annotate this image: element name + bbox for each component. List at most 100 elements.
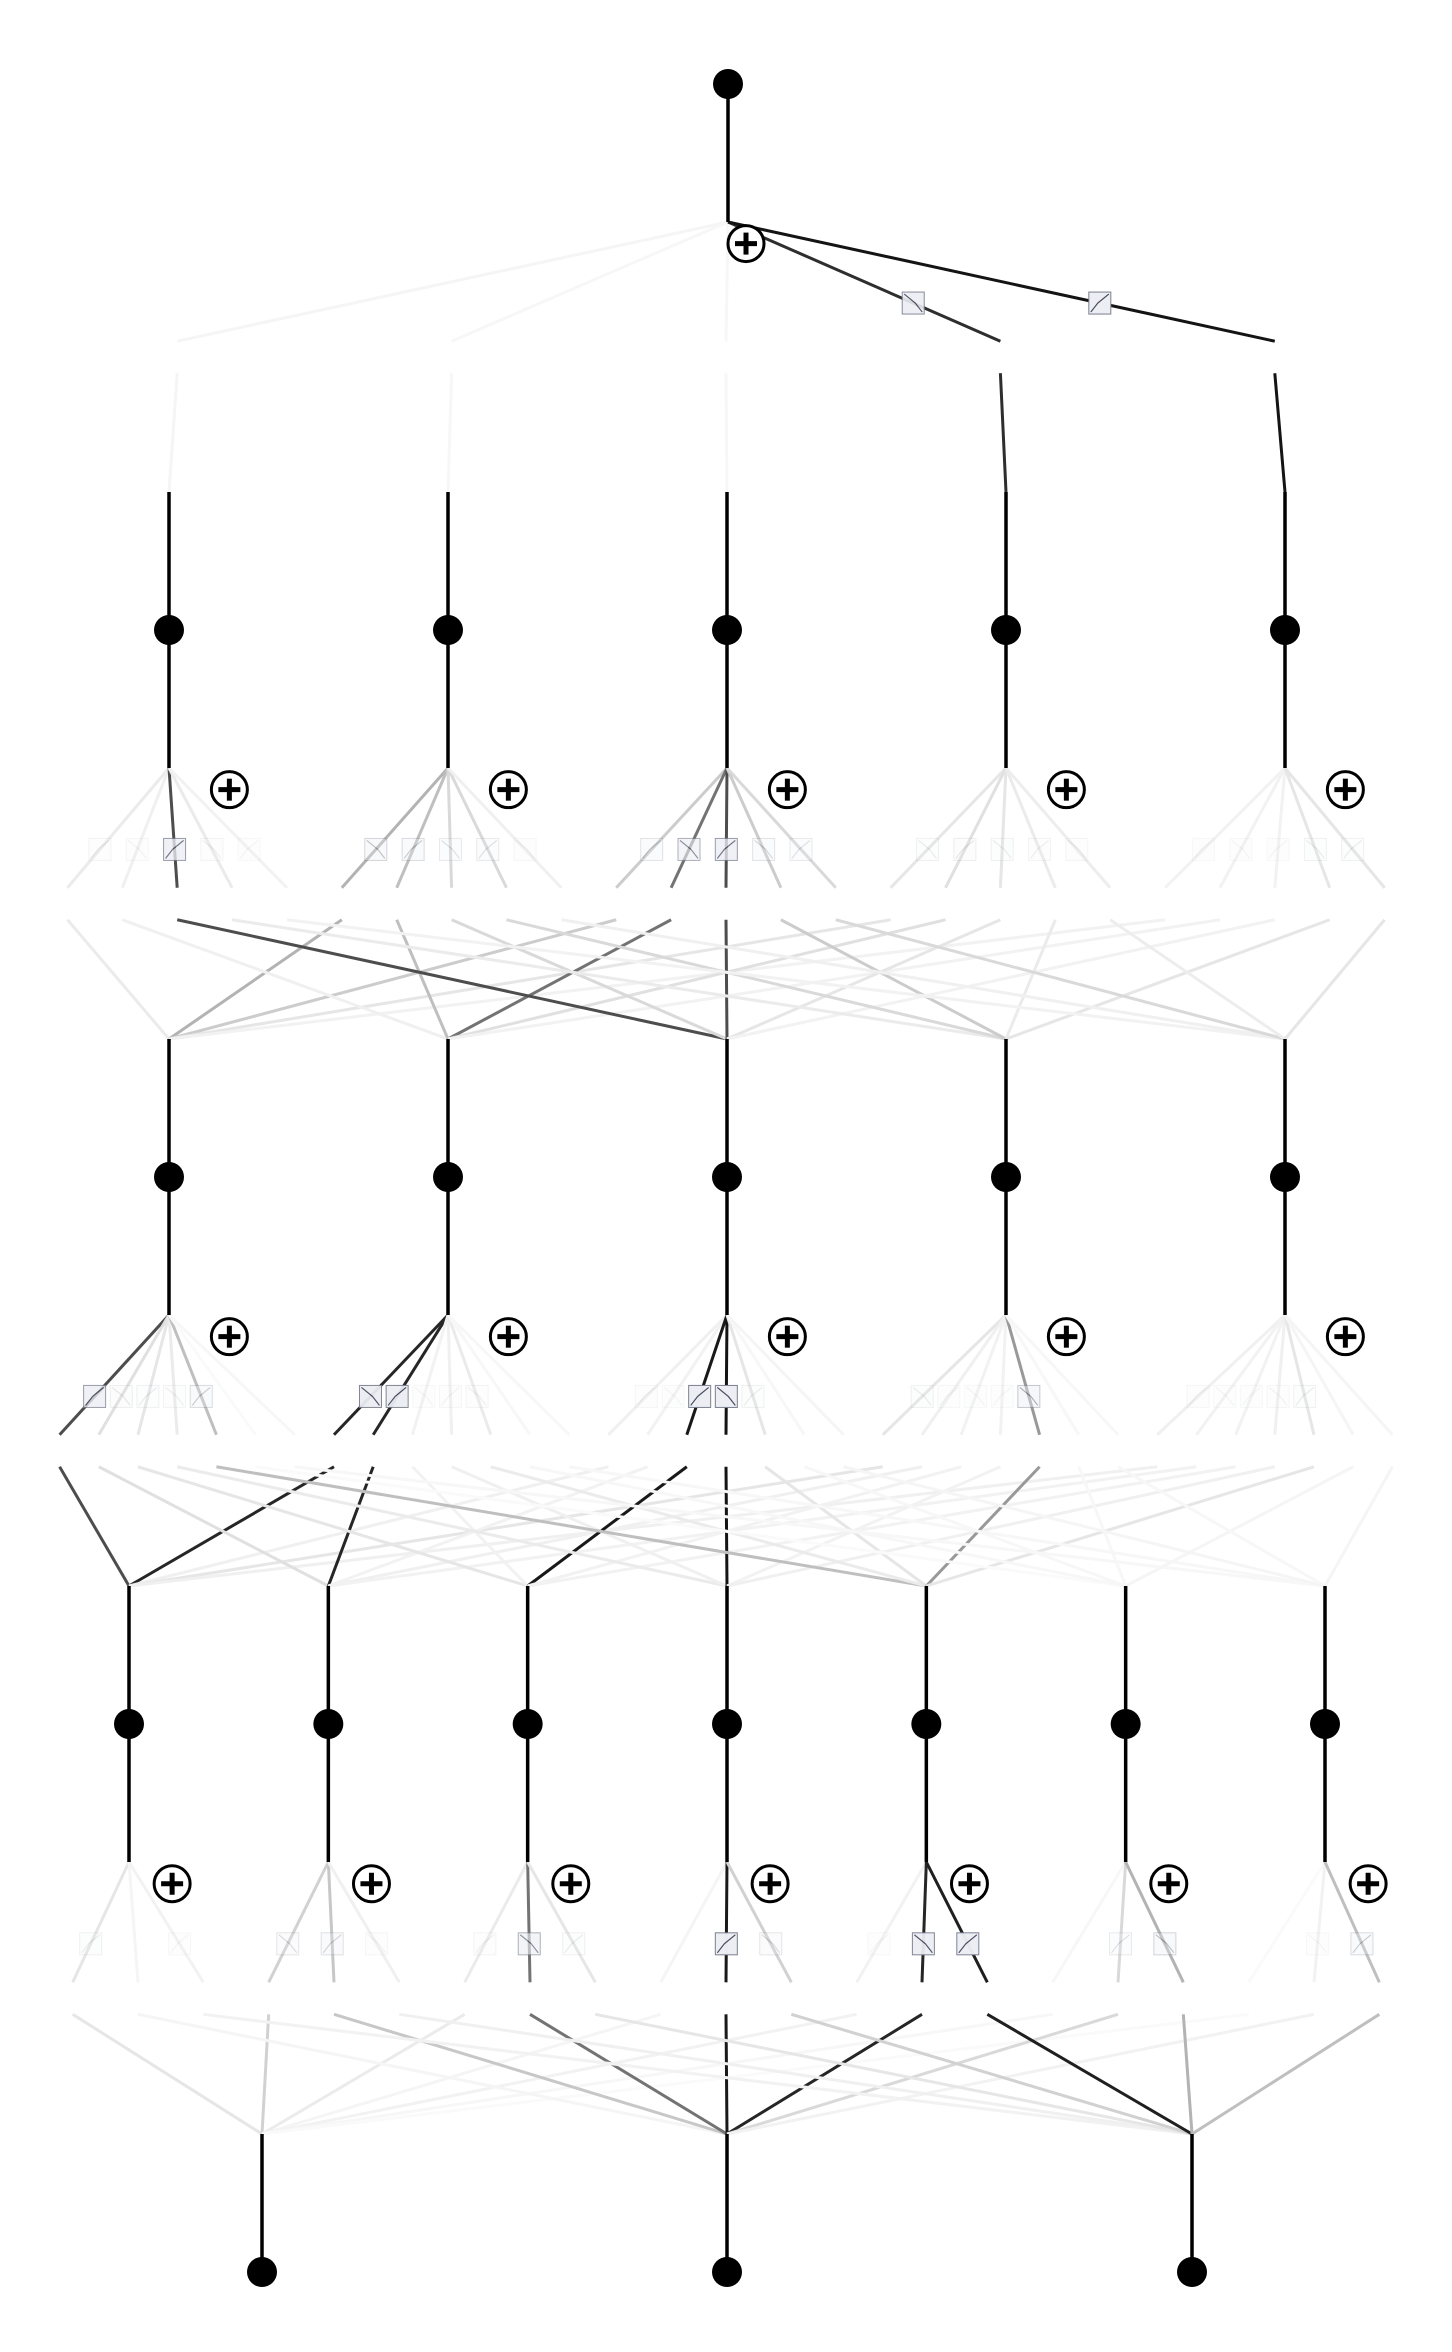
edge-l1-4-to-2-lower [764, 1465, 928, 1588]
edge-l1-0-to-1-upper [332, 1313, 450, 1436]
sum-symbol-l1-1 [351, 1864, 391, 1904]
activation-inset-l2-1-2 [677, 837, 701, 861]
activation-inset-l2-2-0 [163, 837, 187, 861]
edge-l1-0-to-1-lower [128, 1465, 335, 1588]
edge-l2-3-to-2-lower [780, 918, 1007, 1041]
edge-l0-1-to-3-upper [724, 1861, 729, 1983]
edge-l3-1-to-0-lower [446, 373, 454, 493]
activation-inset-l0-0-0 [79, 1932, 103, 1956]
edge-l2-3-to-2-upper [725, 767, 783, 889]
edge-l2-2-to-4-lower [726, 918, 1276, 1041]
edge-l2-3-to-1-upper [446, 767, 508, 889]
activation-inset-l0-1-6 [1306, 1932, 1330, 1956]
activation-inset-l2-4-0 [237, 837, 261, 861]
activation-inset-l1-1-1 [385, 1384, 409, 1408]
activation-inset-l0-2-2 [562, 1932, 586, 1956]
activation-inset-l2-2-3 [990, 837, 1014, 861]
edge-l1-6-to-0-lower [294, 1465, 1326, 1588]
activation-inset-l1-4-3 [1017, 1384, 1041, 1408]
edges-group [58, 220, 1394, 2136]
node-l2-2 [712, 1162, 742, 1192]
activation-inset-l1-2-1 [412, 1384, 436, 1408]
activation-inset-l1-0-3 [910, 1384, 934, 1408]
activation-inset-l1-2-3 [964, 1384, 988, 1408]
activation-inset-l1-3-0 [163, 1384, 187, 1408]
activation-inset-l2-0-4 [1191, 837, 1215, 861]
edge-l1-4-to-1-upper [446, 1314, 493, 1436]
edge-l2-0-to-1-lower [168, 918, 343, 1041]
activation-inset-l1-3-1 [438, 1384, 462, 1408]
edge-l0-1-to-4-lower [726, 2013, 923, 2136]
edge-l0-1-to-1-lower [333, 2012, 728, 2136]
node-stems-group [127, 84, 1327, 2272]
node-l1-4 [911, 1709, 942, 1739]
activation-inset-l1-1-4 [1213, 1384, 1237, 1408]
sum-symbol-l1-4 [949, 1864, 989, 1904]
edge-l0-2-to-0-lower [203, 2012, 1193, 2136]
edge-l1-1-to-3-lower [328, 1465, 923, 1588]
activation-inset-l1-2-2 [688, 1384, 712, 1408]
edge-l2-1-to-2-lower [447, 918, 672, 1041]
edge-l1-5-to-0-upper [167, 1314, 257, 1436]
edge-l0-0-to-0-upper [71, 1861, 131, 1983]
activation-inset-l2-0-2 [640, 837, 664, 861]
edge-l0-2-to-2-lower [595, 2012, 1193, 2136]
activation-inset-l2-2-1 [438, 837, 462, 861]
edge-l0-1-to-1-upper [326, 1861, 336, 1983]
edge-l2-0-to-0-upper [66, 767, 171, 889]
edge-l1-1-to-2-upper [646, 1314, 729, 1436]
activation-inset-l2-1-1 [401, 837, 425, 861]
edge-l1-3-to-0-upper [167, 1314, 179, 1435]
node-l1-3 [712, 1709, 742, 1739]
sum-symbol-l2-0 [209, 1317, 249, 1357]
sum-symbol-l1-2 [551, 1864, 591, 1904]
edge-l2-3-to-3-upper [1004, 767, 1057, 889]
activation-inset-l2-4-1 [513, 837, 537, 861]
edge-l1-3-to-2-lower [724, 1466, 729, 1587]
edge-l1-3-to-1-upper [446, 1314, 454, 1435]
edge-l2-3-to-3-lower [1004, 919, 1057, 1040]
activation-inset-l1-0-1 [358, 1384, 382, 1408]
activation-inset-l1-1-2 [661, 1384, 685, 1408]
edge-l1-0-to-2-upper [607, 1313, 729, 1436]
edge-l0-1-to-3-lower [724, 2014, 729, 2135]
edge-l2-2-to-1-upper [446, 767, 454, 888]
edge-l1-5-to-3-lower [1077, 1466, 1128, 1587]
activation-inset-l2-4-4 [1341, 837, 1365, 861]
edge-l1-4-to-0-lower [216, 1465, 927, 1588]
edge-l2-4-to-3-lower [1109, 918, 1286, 1041]
node-l3-0 [154, 615, 184, 645]
activation-inset-l1-2-4 [1239, 1384, 1263, 1408]
edge-l0-2-to-6-upper [1323, 1861, 1381, 1983]
edge-l2-4-to-2-lower [835, 918, 1286, 1041]
edge-l2-3-to-1-lower [506, 918, 1007, 1041]
edge-l0-1-to-4-upper [920, 1861, 928, 1983]
edge-l1-4-to-4-upper [1283, 1314, 1316, 1436]
activation-inset-l1-0-4 [1186, 1384, 1210, 1408]
edge-l2-1-to-1-upper [395, 767, 450, 889]
activation-inset-l1-3-3 [990, 1384, 1014, 1408]
edge-l0-2-to-6-lower [1191, 2013, 1381, 2136]
activation-inset-l2-0-1 [364, 837, 388, 861]
edge-l0-1-to-5-upper [1116, 1861, 1128, 1983]
edge-l1-6-to-1-lower [568, 1465, 1326, 1588]
edge-l2-0-to-4-lower [168, 918, 1166, 1041]
edge-l1-2-to-1-lower [411, 1465, 529, 1588]
activation-inset-l2-3-3 [1028, 837, 1052, 861]
sum-symbol-l3-0 [209, 770, 249, 810]
activation-inset-l2-3-1 [476, 837, 500, 861]
node-l1-0 [114, 1709, 144, 1739]
activation-inset-l2-4-3 [1065, 837, 1089, 861]
edge-l1-3-to-1-lower [451, 1465, 728, 1588]
activation-inset-l3-3-0 [901, 291, 925, 315]
activation-inset-l1-1-0 [109, 1384, 133, 1408]
activation-inset-l1-2-0 [136, 1384, 160, 1408]
edge-l2-1-to-2-upper [669, 767, 729, 889]
node-l2-3 [991, 1162, 1021, 1192]
activation-inset-l0-1-4 [911, 1932, 935, 1956]
node-l0-0 [247, 2257, 277, 2287]
node-l1-2 [512, 1709, 543, 1739]
sum-symbol-l3-4 [1325, 770, 1365, 810]
edge-l2-4-to-4-lower [1283, 918, 1386, 1040]
